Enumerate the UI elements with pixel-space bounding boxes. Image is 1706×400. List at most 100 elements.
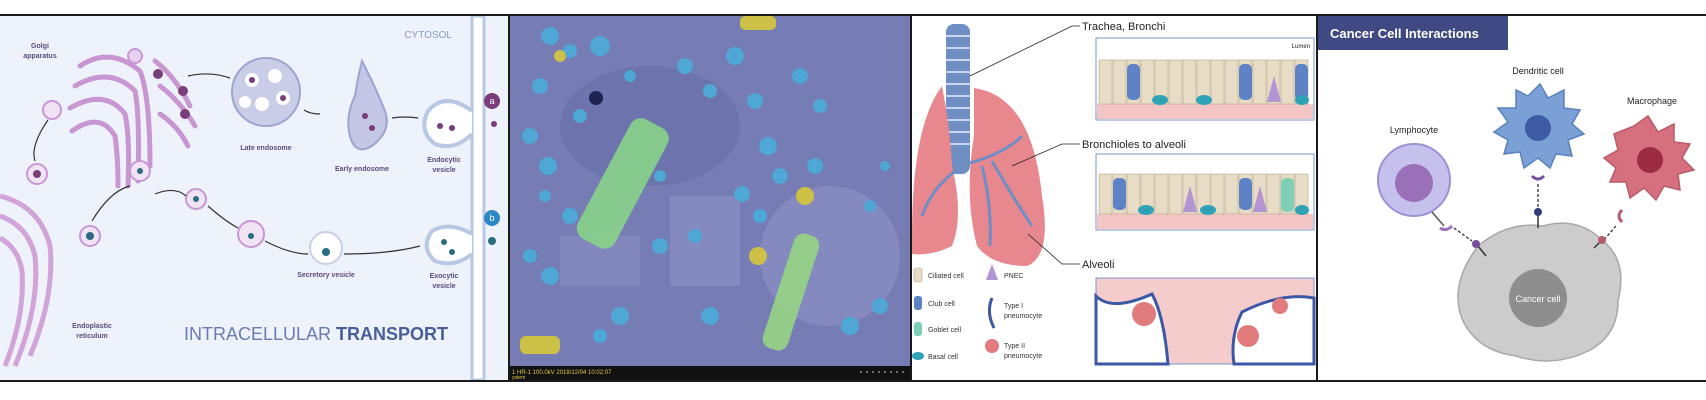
golgi-apparatus-shape [67,54,198,189]
yellow-particles [520,16,814,354]
cargo-dot [86,232,94,240]
endocytic-vesicle-shape [422,99,474,148]
cancer-header-bar [1318,16,1508,50]
er-label-line1: Endoplastic [72,323,112,330]
lymphocyte-label: Lymphocyte [1390,125,1438,135]
alveoli-box [1094,277,1316,366]
late-endosome-label: Late endosome [240,145,291,152]
cell-legend [912,264,999,360]
cancer-header-title: Cancer Cell Interactions [1330,26,1479,41]
golgi-label-line1: Golgi [31,43,49,50]
legend-ciliated: Ciliated cell [928,273,964,280]
blue-particle-clusters [522,27,890,343]
top-frame-line [0,14,1706,16]
micrograph-panel: 1 HR-1 100.0kV 2018/12/04 10:02:07 ystem [510,16,910,380]
green-rod-particle [576,118,669,249]
endocytic-label-line1: Endocytic [427,157,461,164]
legend-pnec: PNEC [1004,273,1023,280]
cancer-interactions-panel: Cancer Cell Interactions Lymphocyte Dend… [1318,16,1706,380]
type-i-pneumocyte-icon [987,297,996,329]
cargo-dot [322,248,330,256]
transport-title: INTRACELLULAR TRANSPORT [184,324,448,344]
cargo-dot [248,233,254,239]
cargo-dot [137,168,143,174]
exocytic-label-line2: vesicle [432,283,455,290]
bronchiole-epithelium-box [1095,153,1315,231]
type-ii-pneumocyte-icon [985,339,999,353]
exocytic-vesicle-shape [424,224,474,266]
dendritic-cell-shape [1492,82,1586,181]
plasma-membrane [470,16,486,380]
pnec-icon [986,264,998,280]
club-cell-icon [914,296,922,310]
micrograph-caption-bar [510,366,910,380]
endocytic-label-line2: vesicle [432,167,455,174]
badge-a-label: a [489,96,494,106]
cargo-dot [449,249,455,255]
legend-type2-line1: Type II [1004,343,1025,350]
right-lung-shape [969,88,1045,266]
lymphocyte-shape [1377,143,1454,232]
basal-cell-icon [912,352,924,360]
cargo-dot [488,237,496,245]
bronchioles-label: Bronchioles to alveoli [1082,139,1186,151]
golgi-label-line2: apparatus [23,53,57,60]
micrograph-caption-2: ystem [512,375,525,380]
macrophage-shape [1602,114,1696,224]
cargo-dot [178,86,188,96]
exocytic-label-line1: Exocytic [430,273,459,280]
cancer-cell-nucleus [1509,269,1567,327]
green-rod-particle [762,233,820,351]
cancer-diagram: Cancer Cell Interactions Lymphocyte Dend… [1318,16,1696,362]
transport-diagram: CYTOSOL Golgi apparatus Endopl [0,16,500,380]
macrophage-label: Macrophage [1627,96,1677,106]
trachea-label: Trachea, Bronchi [1082,21,1165,33]
badge-b-label: b [489,213,494,223]
legend-basal: Basal cell [928,354,958,361]
early-endosome-label: Early endosome [335,166,389,173]
cargo-dot [369,125,375,131]
bronchi-shape [920,134,1034,247]
early-endosome-shape [347,58,388,151]
trachea-epithelium-box [1095,37,1315,121]
cargo-dot [491,121,497,127]
ciliated-cell-icon [913,267,923,283]
vesicle [42,100,62,120]
micrograph-caption: 1 HR-1 100.0kV 2018/12/04 10:02:07 [512,370,612,376]
transport-arrows [33,73,421,255]
golgi-vesicle [127,48,143,64]
cargo-dot [153,69,163,79]
dendritic-label: Dendritic cell [1512,66,1564,76]
leader-lines [969,25,1080,265]
secretory-label: Secretory vesicle [297,272,355,279]
panel-divider [508,14,510,382]
legend-club: Club cell [928,301,955,308]
late-endosome-shape [231,57,301,127]
alveoli-label: Alveoli [1082,259,1114,271]
badge-a [484,93,500,109]
receptor-markers [1472,208,1606,257]
endoplasmic-reticulum-shape [0,193,54,367]
legend-type1-line2: pneumocyte [1004,313,1042,320]
bottom-frame-line [0,380,1706,382]
cargo-dot [180,109,190,119]
cargo-dot [362,113,368,119]
er-label-line2: reticulum [76,333,108,340]
cytosol-label: CYTOSOL [404,30,452,41]
intracellular-transport-panel: CYTOSOL Golgi apparatus Endopl [0,16,508,380]
panel-divider [910,14,912,382]
lung-diagram: Trachea, Bronchi Bronchioles to alveoli … [912,21,1316,366]
badge-b [484,210,500,226]
cargo-dot [449,125,455,131]
micrograph-image: 1 HR-1 100.0kV 2018/12/04 10:02:07 ystem [510,16,910,380]
lung-anatomy-panel: Trachea, Bronchi Bronchioles to alveoli … [912,16,1316,380]
cancer-cell-label: Cancer cell [1515,294,1560,304]
legend-goblet: Goblet cell [928,327,962,334]
cargo-dot [437,123,443,129]
cargo-dot [441,239,447,245]
legend-type2-line2: pneumocyte [1004,353,1042,360]
dark-particle [589,91,603,105]
panel-divider [1316,14,1318,382]
goblet-cell-icon [914,322,922,336]
cargo-dot [33,170,41,178]
